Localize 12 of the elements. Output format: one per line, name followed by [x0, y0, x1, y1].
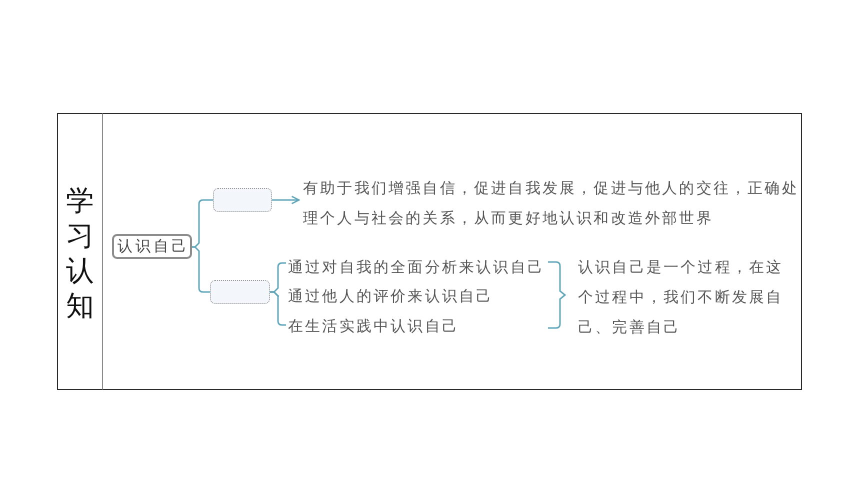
- conclusion-text: 认识自己是一个过程，在这个过程中，我们不断发展自己、完善自己: [566, 252, 790, 342]
- topic-box: 认识自己: [112, 234, 192, 258]
- item-text: 通过他人的评价来认识自己: [279, 284, 494, 308]
- connector-line: [192, 246, 210, 293]
- answer-box: [213, 188, 272, 212]
- item-text: 在生活实践中认识自己: [286, 314, 459, 338]
- heading-cell: 学习认知: [57, 113, 103, 390]
- item-text: 通过对自我的全面分析来认识自己: [286, 254, 544, 278]
- answer-box: [210, 280, 270, 304]
- content-panel: [103, 113, 802, 390]
- description-text: 有助于我们增强自信，促进自我发展，促进与他人的交往，正确处理个人与社会的关系，从而更好地认识和改造外部世界: [299, 172, 799, 232]
- arrow: [272, 196, 300, 204]
